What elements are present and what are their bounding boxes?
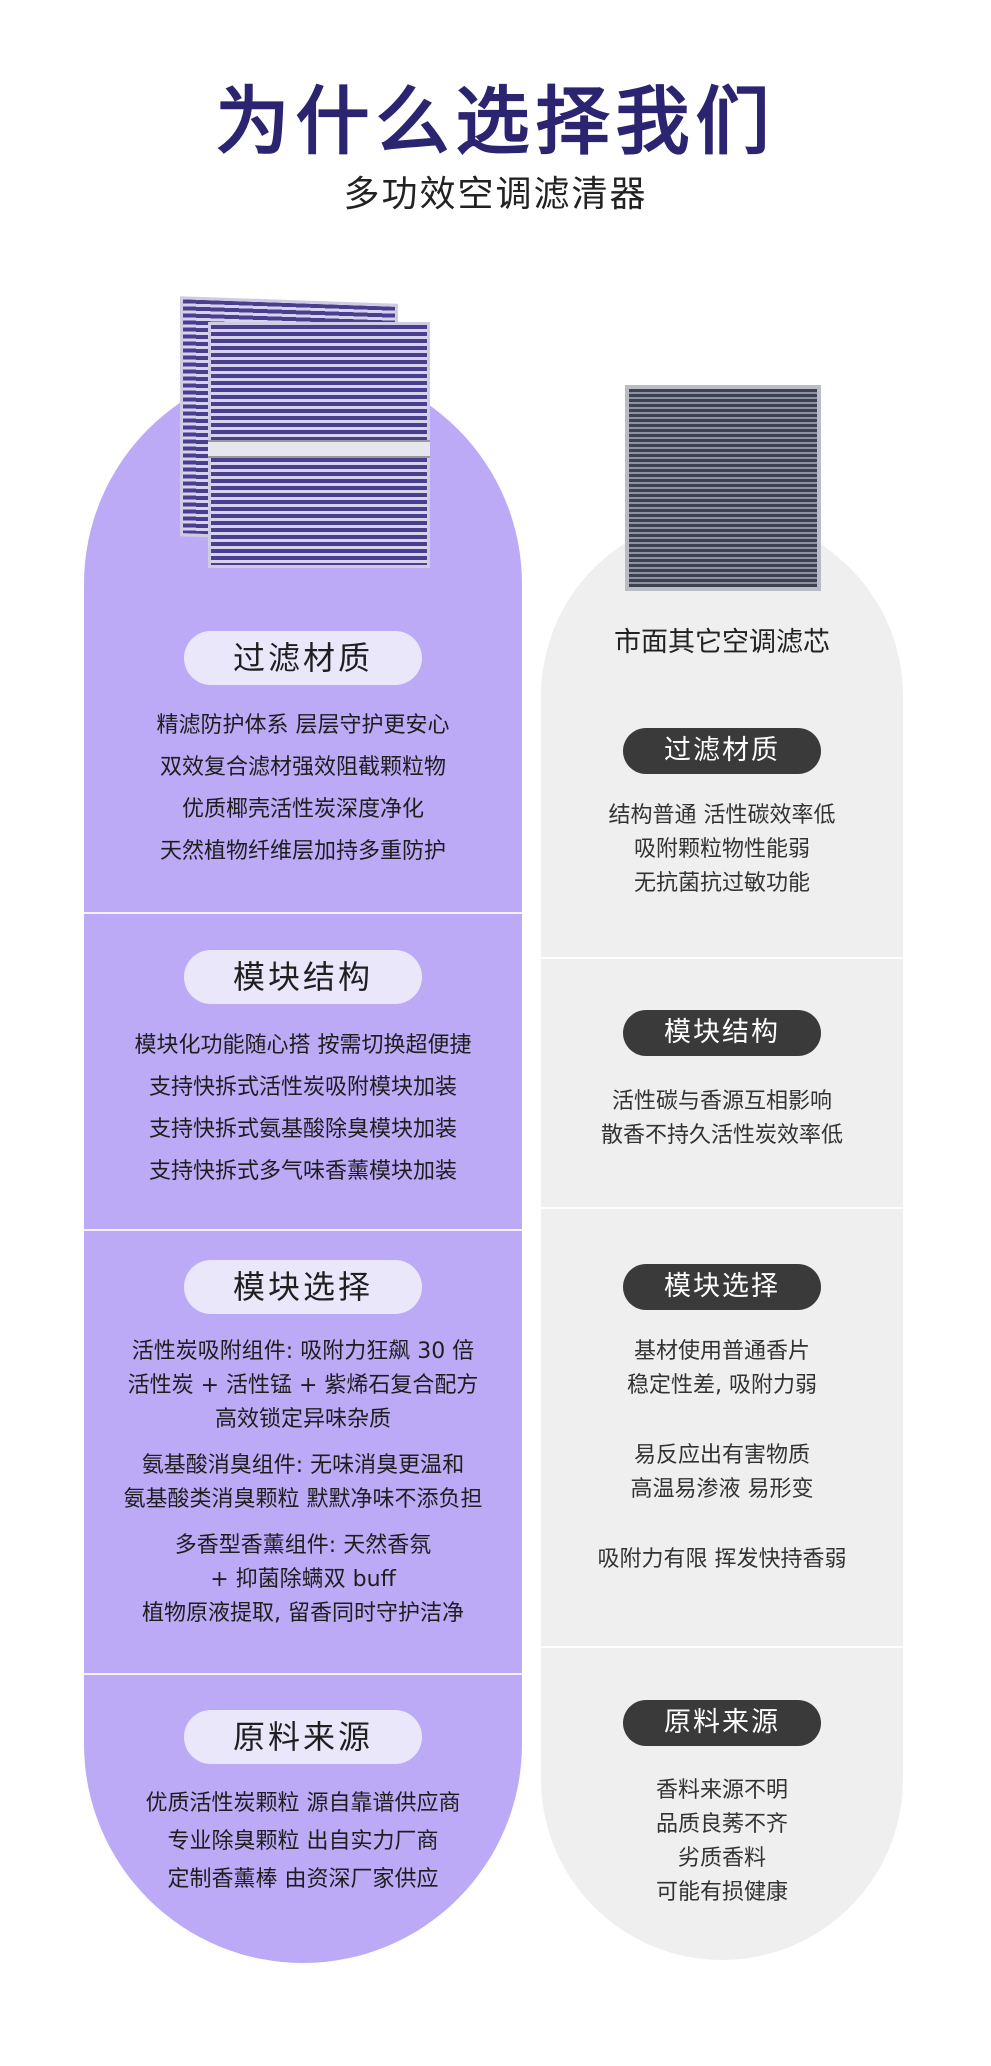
section-divider (84, 1673, 522, 1675)
left-module-choice-lines: 活性炭吸附组件: 吸附力狂飙 30 倍 活性炭 + 活性锰 + 紫烯石复合配方 … (84, 1335, 522, 1631)
right-heading-material: 过滤材质 (623, 728, 821, 774)
section-divider (541, 1207, 903, 1209)
filter-module-strip (208, 440, 430, 458)
text-line: 模块化功能随心搭 按需切换超便捷 (134, 1033, 472, 1058)
text-line: 精滤防护体系 层层守护更安心 (156, 713, 450, 738)
section-divider (84, 912, 522, 914)
right-heading-source: 原料来源 (623, 1700, 821, 1746)
text-line: 香料来源不明 (655, 1778, 788, 1803)
text-line: 活性碳与香源互相影响 (611, 1089, 832, 1114)
competitor-label: 市面其它空调滤芯 (614, 627, 830, 658)
text-line: 可能有损健康 (655, 1880, 788, 1905)
text-line: 双效复合滤材强效阻截颗粒物 (159, 755, 446, 780)
text-line: 散香不持久活性炭效率低 (600, 1123, 843, 1148)
text-line: + 抑菌除螨双 buff (210, 1567, 396, 1592)
left-material-lines: 精滤防护体系 层层守护更安心 双效复合滤材强效阻截颗粒物 优质椰壳活性炭深度净化… (84, 705, 522, 873)
left-heading-structure: 模块结构 (184, 950, 422, 1004)
text-line: 高温易渗液 易形变 (630, 1477, 814, 1502)
text-line: 基材使用普通香片 (633, 1339, 810, 1364)
text-line: 多香型香薰组件: 天然香氛 (174, 1533, 432, 1558)
section-divider (84, 1229, 522, 1231)
text-line: 结构普通 活性碳效率低 (608, 803, 836, 828)
section-divider (541, 1646, 903, 1648)
right-module-choice-lines: 基材使用普通香片 稳定性差, 吸附力弱 易反应出有害物质 高温易渗液 易形变 吸… (541, 1335, 903, 1577)
text-line: 易反应出有害物质 (633, 1443, 810, 1468)
text-line: 专业除臭颗粒 出自实力厂商 (167, 1829, 439, 1854)
text-line: 支持快拆式活性炭吸附模块加装 (148, 1075, 457, 1100)
text-line: 植物原液提取, 留香同时守护洁净 (142, 1601, 464, 1626)
left-heading-module-choice: 模块选择 (184, 1260, 422, 1314)
section-divider (541, 957, 903, 959)
text-line: 高效锁定异味杂质 (214, 1407, 391, 1432)
right-heading-structure: 模块结构 (623, 1010, 821, 1056)
text-line: 劣质香料 (677, 1846, 766, 1871)
our-product-panel: 过滤材质 精滤防护体系 层层守护更安心 双效复合滤材强效阻截颗粒物 优质椰壳活性… (84, 365, 522, 1963)
text-line: 支持快拆式多气味香薰模块加装 (148, 1159, 457, 1184)
text-line: 定制香薰棒 由资深厂家供应 (167, 1867, 439, 1892)
text-line: 吸附力有限 挥发快持香弱 (597, 1547, 847, 1572)
text-line: 氨基酸消臭组件: 无味消臭更温和 (141, 1453, 465, 1478)
text-line: 活性炭吸附组件: 吸附力狂飙 30 倍 (131, 1339, 475, 1364)
page-subtitle: 多功效空调滤清器 (343, 174, 648, 215)
left-source-lines: 优质活性炭颗粒 源自靠谱供应商 专业除臭颗粒 出自实力厂商 定制香薰棒 由资深厂… (84, 1785, 522, 1899)
text-line: 活性炭 + 活性锰 + 紫烯石复合配方 (127, 1373, 479, 1398)
competitor-filter-image (625, 385, 821, 591)
left-structure-lines: 模块化功能随心搭 按需切换超便捷 支持快拆式活性炭吸附模块加装 支持快拆式氨基酸… (84, 1025, 522, 1193)
text-line: 支持快拆式氨基酸除臭模块加装 (148, 1117, 457, 1142)
text-line: 稳定性差, 吸附力弱 (627, 1373, 817, 1398)
competitor-panel: 市面其它空调滤芯 过滤材质 结构普通 活性碳效率低 吸附颗粒物性能弱 无抗菌抗过… (541, 515, 903, 1960)
text-line: 无抗菌抗过敏功能 (633, 871, 810, 896)
right-structure-lines: 活性碳与香源互相影响 散香不持久活性炭效率低 (541, 1085, 903, 1153)
right-heading-module-choice: 模块选择 (623, 1264, 821, 1310)
text-line: 品质良莠不齐 (655, 1812, 788, 1837)
left-heading-source: 原料来源 (184, 1710, 422, 1764)
text-line: 天然植物纤维层加持多重防护 (159, 839, 446, 864)
right-material-lines: 结构普通 活性碳效率低 吸附颗粒物性能弱 无抗菌抗过敏功能 (541, 799, 903, 901)
page-title: 为什么选择我们 (215, 79, 776, 165)
text-line: 优质椰壳活性炭深度净化 (181, 797, 424, 822)
text-line: 氨基酸类消臭颗粒 默默净味不添负担 (123, 1487, 483, 1512)
text-line: 优质活性炭颗粒 源自靠谱供应商 (145, 1791, 461, 1816)
text-line: 吸附颗粒物性能弱 (633, 837, 810, 862)
left-heading-material: 过滤材质 (184, 631, 422, 685)
right-source-lines: 香料来源不明 品质良莠不齐 劣质香料 可能有损健康 (541, 1774, 903, 1910)
